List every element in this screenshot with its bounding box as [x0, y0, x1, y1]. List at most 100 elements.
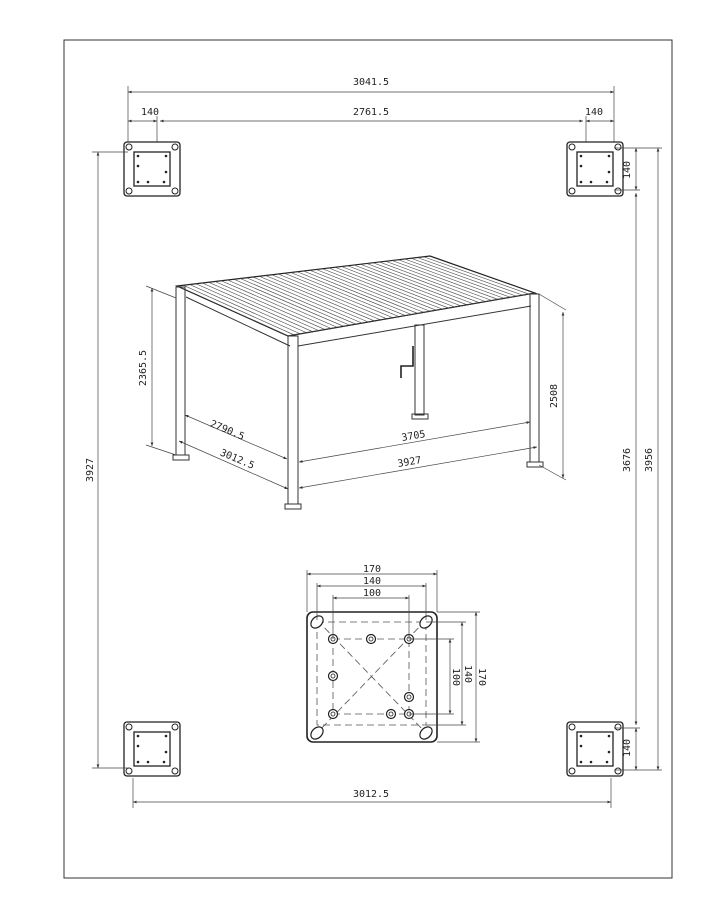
roof-slat — [252, 276, 363, 324]
roof-slat — [246, 277, 357, 325]
roof-slat — [195, 283, 307, 334]
dimension-label: 170 — [363, 564, 381, 575]
anchor-dot-icon — [607, 734, 611, 738]
drawing-frame — [63, 39, 673, 879]
anchor-dot-icon — [162, 760, 166, 764]
anchor-dot-icon — [607, 170, 611, 174]
anchor-dot-icon — [136, 164, 140, 168]
dimension-label: 3012.5 — [353, 789, 389, 800]
bolt-inner-icon — [330, 711, 336, 717]
bolt-hole-icon — [568, 187, 576, 195]
roof-slat — [233, 278, 344, 327]
roof-slat — [372, 262, 480, 303]
dimension-label: 140 — [141, 107, 159, 118]
bolt-hole-icon — [125, 187, 133, 195]
post-section — [576, 731, 614, 767]
roof-slats — [183, 256, 529, 336]
dimension-label: 140 — [585, 107, 603, 118]
dimension-label: 140 — [363, 576, 381, 587]
bolt-hole-icon — [403, 691, 415, 703]
roof-slat — [404, 258, 511, 298]
dimension-left-height: 3927 — [85, 151, 128, 769]
roof-slat — [240, 278, 350, 326]
post-foot — [172, 454, 190, 461]
bolt-inner-icon — [330, 673, 336, 679]
anchor-dot-icon — [164, 170, 168, 174]
anchor-dot-icon — [136, 744, 140, 748]
slot-hole-icon — [310, 726, 324, 740]
bolt-hole-icon — [568, 767, 576, 775]
roof-slat — [341, 266, 449, 309]
bolt-hole-icon — [327, 670, 339, 682]
post-foot — [284, 503, 302, 510]
roof-slat — [297, 271, 406, 316]
roof-slat — [353, 264, 462, 307]
anchor-dot-icon — [136, 154, 140, 158]
plate-outline — [566, 141, 624, 197]
anchor-dot-icon — [605, 760, 609, 764]
plate-outline — [123, 141, 181, 197]
roof-slat — [221, 280, 332, 329]
corner-plate — [123, 141, 181, 197]
bolt-hole-icon — [568, 723, 576, 731]
bolt-hole-icon — [125, 723, 133, 731]
bolt-hole-icon — [171, 187, 179, 195]
roof-slat — [391, 260, 499, 300]
dimension-inner-width: 140 2761.5 140 — [128, 107, 614, 142]
bolt-hole-icon — [125, 767, 133, 775]
bolt-hole-icon — [171, 767, 179, 775]
anchor-dot-icon — [607, 154, 611, 158]
anchor-dot-icon — [162, 180, 166, 184]
dimension-label: 3927 — [85, 458, 96, 482]
dimension-bottom-width: 3012.5 — [132, 778, 612, 808]
anchor-dot-icon — [164, 154, 168, 158]
roof-slat — [183, 284, 295, 336]
dimension-label: 3927 — [397, 455, 423, 470]
dimension-label: 140 — [622, 739, 633, 757]
anchor-dot-icon — [589, 180, 593, 184]
roof-slat — [265, 275, 375, 322]
dimension-label: 170 — [476, 668, 487, 686]
bolt-inner-icon — [406, 694, 412, 700]
roof-slat — [278, 273, 387, 320]
bolt-hole-icon — [614, 187, 622, 195]
dimension-label: 3956 — [644, 448, 655, 472]
anchor-dot-icon — [579, 744, 583, 748]
roof-slat — [309, 269, 418, 314]
bolt-hole-icon — [327, 708, 339, 720]
corner-plate — [566, 141, 624, 197]
post-foot — [411, 413, 429, 420]
post-section — [133, 151, 171, 187]
roof-slat — [259, 275, 369, 323]
anchor-dot-icon — [164, 734, 168, 738]
anchor-dot-icon — [146, 180, 150, 184]
dimension-overall-width: 3041.5 — [127, 77, 615, 142]
dimension-label: 2365.5 — [138, 350, 149, 386]
bolt-inner-icon — [388, 711, 394, 717]
anchor-dot-icon — [136, 734, 140, 738]
bolt-hole-icon — [125, 143, 133, 151]
dimension-label: 140 — [462, 665, 473, 683]
anchor-dot-icon — [579, 164, 583, 168]
base-plate-detail: 170 140 100 170 140 100 — [306, 564, 487, 743]
dimension-right-heights: 140 3676 3956 140 — [614, 147, 662, 771]
anchor-dot-icon — [589, 760, 593, 764]
bolt-hole-icon — [385, 708, 397, 720]
dimension-label: 3012.5 — [218, 448, 256, 472]
base-plate — [306, 611, 438, 743]
roof-slat — [360, 263, 468, 306]
roof-slat — [347, 265, 455, 308]
dimension-label: 2790.5 — [208, 419, 246, 443]
bolt-inner-icon — [368, 636, 374, 642]
bolt-hole-icon — [365, 633, 377, 645]
plate-outline — [566, 721, 624, 777]
roof-slat — [423, 256, 529, 295]
roof-slat — [202, 282, 313, 332]
roof-slat — [214, 281, 326, 330]
roof-slat — [385, 260, 492, 301]
roof-slat — [379, 261, 486, 302]
roof-slat — [316, 269, 424, 313]
anchor-dot-icon — [164, 750, 168, 754]
bolt-hole-icon — [614, 143, 622, 151]
bolt-hole-icon — [614, 723, 622, 731]
